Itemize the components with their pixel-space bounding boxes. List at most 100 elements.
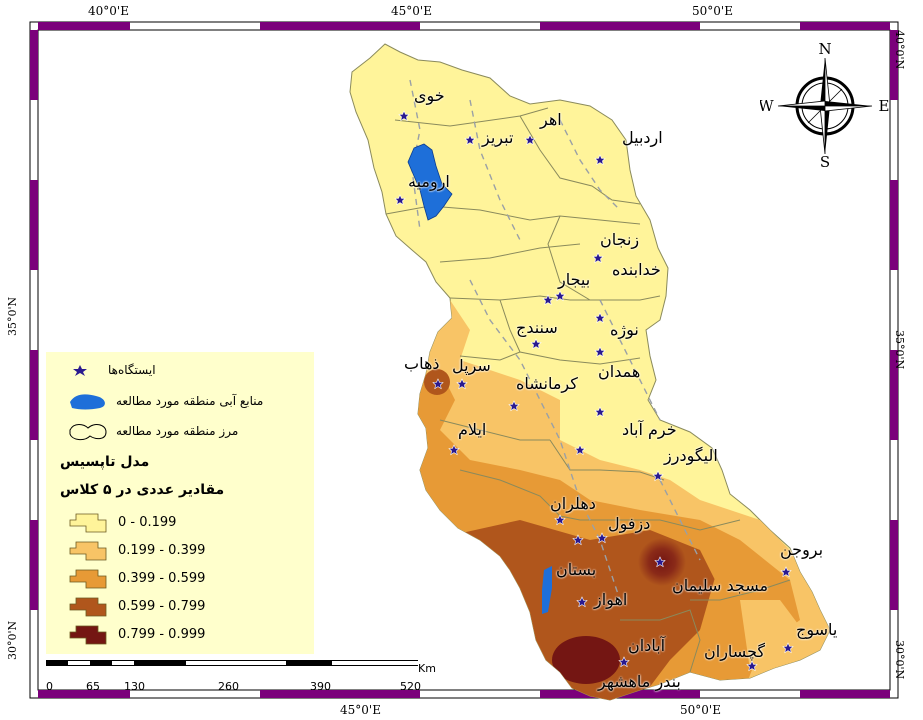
compass-n: N (818, 40, 831, 58)
station-marker (464, 134, 476, 146)
grat-bottom-45E: 45°0'E (340, 703, 381, 717)
legend: ایستگاه‌ها منابع آبی منطقه مورد مطالعه م… (46, 352, 314, 654)
legend-boundary-row: مرز منطقه مورد مطالعه (66, 420, 238, 442)
station-marker (508, 400, 520, 412)
legend-class-row: 0.599 - 0.799 (68, 594, 205, 618)
city-yasuj: یاسوج (796, 620, 838, 639)
station-marker (780, 566, 792, 578)
legend-class-swatch-icon (69, 541, 107, 561)
grat-right-40N: 40°0'N (893, 30, 906, 70)
city-bandar-mahshahr: بندر ماهشهر (598, 672, 681, 691)
city-khoy: خوی (414, 86, 445, 105)
station-marker (398, 110, 410, 122)
grat-top-50E: 50°0'E (692, 4, 733, 18)
legend-class-label: 0 - 0.199 (118, 514, 177, 530)
scale-tick-label: 260 (218, 680, 239, 693)
compass-e: E (879, 97, 890, 115)
legend-class-row: 0 - 0.199 (68, 510, 176, 534)
city-kermanshah: کرمانشاه (516, 374, 578, 393)
station-marker (592, 252, 604, 264)
scale-bar (46, 660, 418, 666)
station-icon (73, 365, 87, 376)
compass-rose-icon: N S W E (760, 40, 890, 170)
station-marker (394, 194, 406, 206)
city-bijar: بیجار (558, 270, 591, 289)
city-zanjan: زنجان (600, 230, 640, 249)
station-marker (652, 470, 664, 482)
hotspot-abadan (552, 636, 620, 684)
city-aligudarz: الیگودرز (664, 446, 718, 465)
grat-right-30N: 30°0'N (893, 640, 906, 680)
zone-class-2-east (740, 600, 810, 670)
station-marker (448, 444, 460, 456)
grat-bottom-50E: 50°0'E (680, 703, 721, 717)
station-marker (530, 338, 542, 350)
legend-class-row: 0.199 - 0.399 (68, 538, 205, 562)
legend-class-swatch-icon (69, 597, 107, 617)
scale-unit: Km (418, 662, 436, 675)
city-nowzheh: نوژه (610, 320, 639, 339)
city-gachsaran: گچساران (704, 642, 766, 661)
scale-tick-label: 130 (124, 680, 145, 693)
city-hamadan: همدان (598, 362, 641, 381)
city-ahar: اهر (540, 110, 562, 129)
station-marker (594, 346, 606, 358)
grat-top-40E: 40°0'E (88, 4, 129, 18)
compass-s: S (820, 153, 830, 170)
legend-class-swatch-icon (69, 625, 107, 645)
station-marker (572, 534, 584, 546)
city-dezful: دزفول (608, 514, 651, 533)
lake-urmia (407, 143, 453, 221)
city-dehloran: دهلران (550, 494, 596, 513)
legend-class-row: 0.799 - 0.999 (68, 622, 205, 646)
station-marker (576, 596, 588, 608)
station-marker (524, 134, 536, 146)
city-sanandaj: سنندج (516, 318, 558, 337)
station-marker (594, 154, 606, 166)
station-marker (654, 556, 666, 568)
city-ahvaz: اهواز (594, 590, 628, 609)
scale-tick-label: 520 (400, 680, 421, 693)
station-marker (574, 444, 586, 456)
legend-stations-label: ایستگاه‌ها (108, 363, 156, 377)
station-marker (554, 290, 566, 302)
station-marker (596, 532, 608, 544)
station-marker (542, 294, 554, 306)
legend-classes-title: مقادیر عددی در ۵ کلاس (60, 482, 225, 498)
legend-model-title: مدل تاپسیس (60, 454, 150, 470)
legend-water-row: منابع آبی منطقه مورد مطالعه (66, 390, 263, 412)
station-marker (432, 378, 444, 390)
legend-class-swatch-icon (69, 513, 107, 533)
grat-top-45E: 45°0'E (391, 4, 432, 18)
city-ilam: ایلام (458, 420, 487, 439)
legend-class-label: 0.399 - 0.599 (118, 570, 206, 586)
grat-left-35N: 35°0'N (6, 296, 19, 336)
station-marker (618, 656, 630, 668)
grat-left-30N: 30°0'N (6, 620, 19, 660)
city-borujen: بروجن (780, 540, 824, 559)
station-marker (746, 660, 758, 672)
grat-right-35N: 35°0'N (893, 330, 906, 370)
city-bostan: بستان (556, 560, 597, 579)
station-marker (456, 378, 468, 390)
city-abadan: آبادان (628, 636, 666, 655)
station-marker (594, 312, 606, 324)
province-boundaries (385, 107, 791, 673)
scale-tick-label: 390 (310, 680, 331, 693)
city-khorramabad: خرم آباد (622, 420, 677, 439)
city-ardabil: اردبیل (622, 128, 663, 147)
legend-water-label: منابع آبی منطقه مورد مطالعه (116, 394, 264, 408)
legend-class-swatch-icon (69, 569, 107, 589)
compass-w: W (760, 97, 774, 115)
legend-class-label: 0.599 - 0.799 (118, 598, 206, 614)
city-urmia: ارومیه (408, 172, 450, 191)
city-sarpol: سرپل (452, 356, 491, 375)
legend-class-label: 0.199 - 0.399 (118, 542, 206, 558)
stations (394, 110, 794, 672)
city-tabriz: تبریز (482, 128, 514, 147)
legend-boundary-label: مرز منطقه مورد مطالعه (116, 424, 239, 438)
city-khodabandeh: خدابنده (612, 260, 661, 279)
city-masjed-soleyman: مسجد سلیمان (672, 576, 769, 595)
